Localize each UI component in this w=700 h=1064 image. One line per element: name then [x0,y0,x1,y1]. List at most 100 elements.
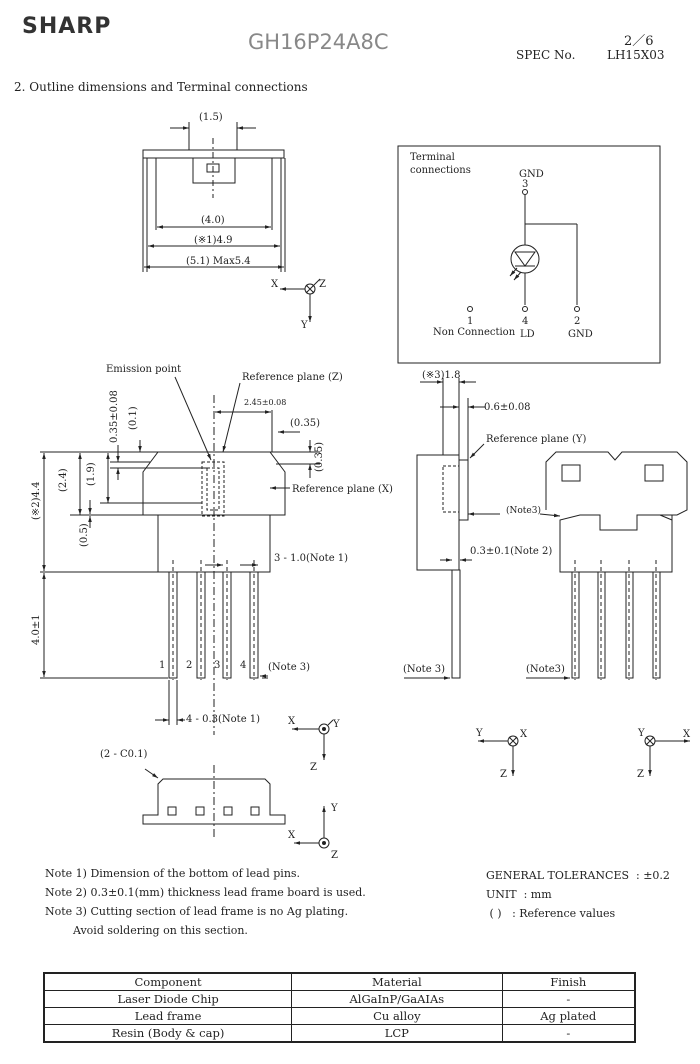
dim-top-5-1: (5.1) Max5.4 [186,256,251,267]
tolerances-block: GENERAL TOLERANCES : ±0.2 UNIT : mm ( ) … [486,866,670,923]
unit: UNIT : mm [486,888,552,901]
table-cell: AlGaInP/GaAIAs [291,990,503,1008]
sharp-logo: SHARP [22,14,112,39]
pin-label-4: 4 [240,660,246,671]
label-ref-plane-x: Reference plane (X) [292,484,393,495]
dim-4-0-1: 4.0±1 [31,614,42,645]
dim-3-1-0: 3 - 1.0(Note 1) [274,553,348,564]
dim-top-4-0: (4.0) [201,215,225,226]
axis-label-z-bottom: Z [331,850,338,861]
table-cell: Laser Diode Chip [43,990,293,1008]
label-note3-front: (Note 3) [268,662,310,673]
terminal-box [397,145,661,364]
terminal-non-connection: Non Connection [433,327,516,338]
axis-label-z-side: Z [500,769,507,780]
dim-top-4-9: (※1)4.9 [194,235,232,246]
dim-2-4: (2.4) [58,468,69,492]
side-view [404,378,500,680]
axis-label-y-side: Y [475,728,483,739]
note-3: Note 3) Cutting section of lead frame is… [45,905,349,918]
table-row: Resin (Body & cap) LCP - [43,1024,636,1043]
axis-label-x-front: X [288,716,296,727]
label-emission-point: Emission point [106,364,181,375]
dim-4-4: (※2)4.4 [31,482,42,520]
dim-0-35-horizontal: (0.35) [290,418,320,429]
dim-0-5: (0.5) [79,523,90,547]
reference-values: ( ) : Reference values [486,907,616,920]
axis-label-x-side: X [520,729,528,740]
table-cell: Lead frame [43,1007,293,1025]
notes-block: Note 1) Dimension of the bottom of lead … [45,864,366,940]
dim-0-6: 0.6±0.08 [484,402,531,413]
table-header-row: Component Material Finish [43,972,636,991]
page-number: 2／6 [624,34,654,49]
label-ref-plane-z: Reference plane (Z) [242,372,343,383]
spec-number: LH15X03 [607,48,665,62]
dim-0-35-vertical: (0.35) [314,442,325,472]
section-title: 2. Outline dimensions and Terminal conne… [14,80,308,94]
pin-label-2: 2 [186,660,192,671]
axis-symbol-rear [644,735,690,776]
terminal-pin-4: 4 [522,316,528,327]
terminal-ld: LD [520,329,535,340]
model-number: GH16P24A8C [248,30,389,54]
bottom-view [142,765,286,840]
label-note3-side-bottom: (Note 3) [403,664,445,675]
label-c0-1: (2 - C0.1) [100,749,148,760]
materials-table: Component Material Finish Laser Diode Ch… [43,972,636,1043]
table-cell: LCP [291,1024,503,1043]
spec-label: SPEC No. [516,48,576,62]
axis-symbol-front [292,719,334,760]
axis-label-y-front: Y [332,719,340,730]
label-note3-side: (Note3) [506,505,541,516]
axis-symbol-bottom [294,806,330,849]
table-row: Laser Diode Chip AlGaInP/GaAIAs - [43,990,636,1008]
table-cell: Cu alloy [291,1007,503,1025]
axis-label-y-bottom: Y [330,803,338,814]
axis-symbol-side [478,735,519,776]
general-tolerances: GENERAL TOLERANCES : ±0.2 [486,869,670,882]
terminal-pin-2: 2 [574,316,580,327]
dim-1-9: (1.9) [86,462,97,486]
axis-label-y-rear: Y [637,728,645,739]
note-3-continued: Avoid soldering on this section. [45,924,248,937]
table-cell: Resin (Body & cap) [43,1024,293,1043]
label-note3-rear: (Note3) [526,664,565,675]
axis-label-z-top: Z [319,279,326,290]
dim-0-35-008: 0.35±0.08 [109,390,120,443]
terminal-gnd-top: GND [519,169,544,180]
axis-label-x-bottom: X [288,830,296,841]
terminal-title-1: Terminal [410,152,455,163]
axis-label-z-front: Z [310,762,317,773]
top-view [142,122,286,272]
table-row: Lead frame Cu alloy Ag plated [43,1007,636,1025]
axis-label-y-top: Y [300,320,308,331]
header-material: Material [291,972,503,991]
dim-4-0-3: 4 - 0.3(Note 1) [186,714,260,725]
table-cell: Ag plated [501,1007,636,1025]
table-cell: - [501,990,636,1008]
label-ref-plane-y: Reference plane (Y) [486,434,587,445]
rear-view [526,451,688,680]
table-cell: - [501,1024,636,1043]
axis-symbol-top [280,278,321,322]
terminal-gnd-bottom: GND [568,329,593,340]
dim-0-1: (0.1) [128,406,139,430]
note-1: Note 1) Dimension of the bottom of lead … [45,867,301,880]
terminal-title-2: connections [410,165,471,176]
note-2: Note 2) 0.3±0.1(mm) thickness lead frame… [45,886,366,899]
dim-top-1-5: (1.5) [199,112,223,123]
dim-0-3: 0.3±0.1(Note 2) [470,546,552,557]
header-finish: Finish [501,972,636,991]
terminal-pin-1: 1 [467,316,473,327]
dim-1-8: (※3)1.8 [422,370,460,381]
pin-label-1: 1 [159,660,165,671]
pin-label-3: 3 [214,660,220,671]
axis-label-z-rear: Z [637,769,644,780]
axis-label-x-top: X [271,279,279,290]
axis-label-x-rear: X [683,729,691,740]
front-view [40,376,320,735]
header-component: Component [43,972,293,991]
dim-2-45: 2.45±0.08 [244,398,286,407]
